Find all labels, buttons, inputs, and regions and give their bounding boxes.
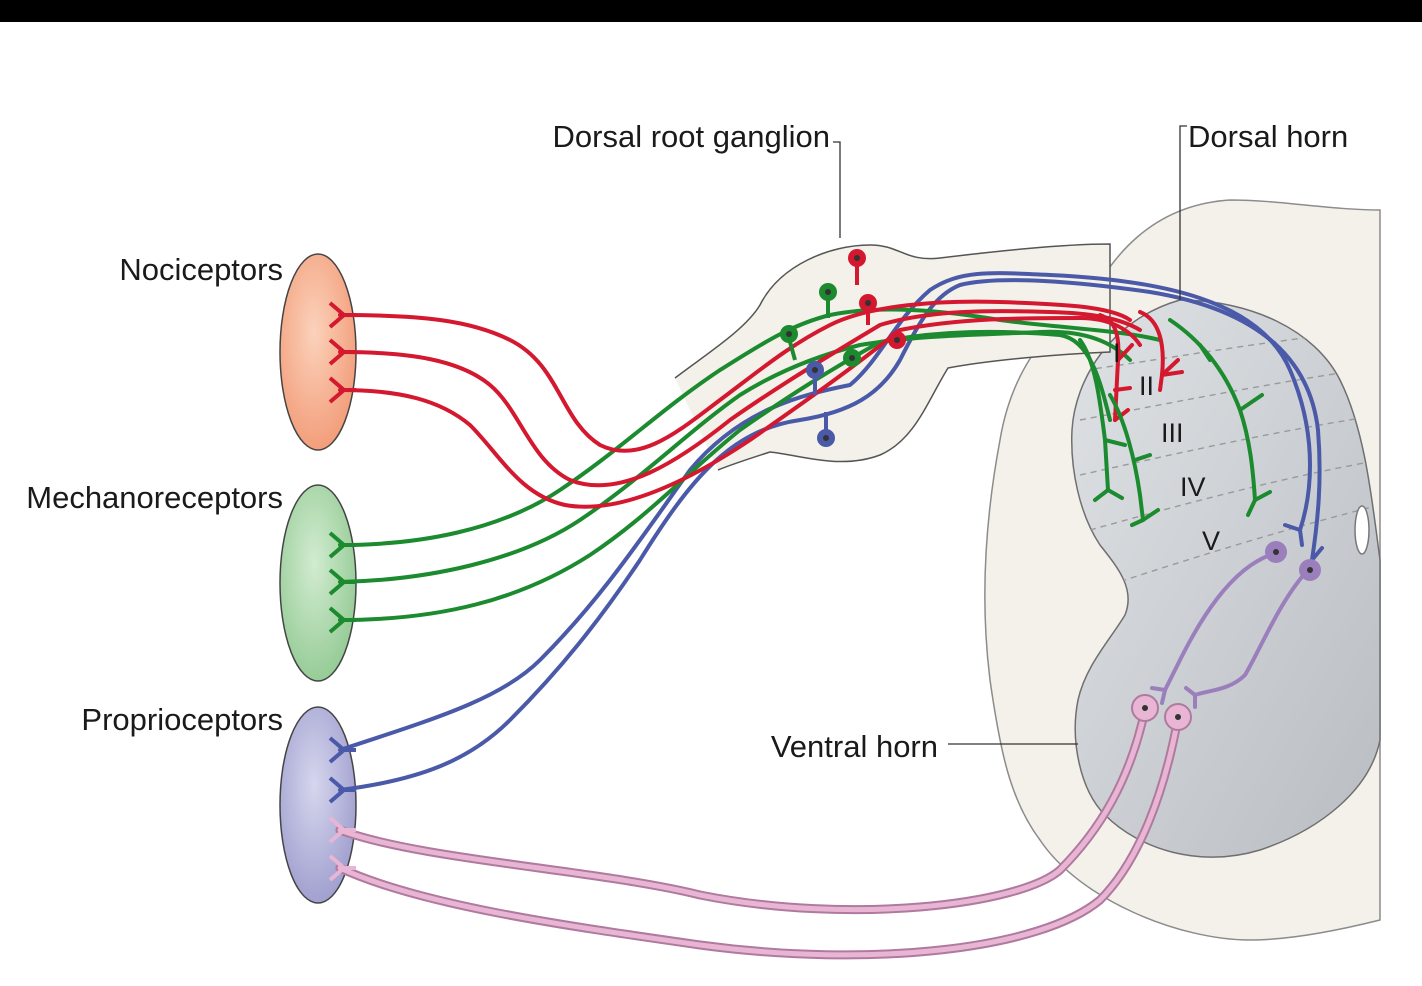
lamina-label-ii: II (1139, 371, 1154, 401)
drg-leader-line (833, 142, 840, 238)
lamina-label-iv: IV (1180, 472, 1206, 502)
lamina-label-i: I (1113, 338, 1121, 368)
mechanoreceptors-label: Mechanoreceptors (26, 480, 283, 515)
dorsal-horn-label: Dorsal horn (1188, 119, 1348, 154)
central-canal (1355, 506, 1369, 554)
lamina-label-v: V (1202, 526, 1220, 556)
nociceptors-label: Nociceptors (119, 252, 283, 287)
ventral-horn-label: Ventral horn (771, 729, 938, 764)
lamina-label-iii: III (1161, 418, 1184, 448)
dorsal-root-ganglion-label: Dorsal root ganglion (553, 119, 830, 154)
proprioceptors-label: Proprioceptors (81, 702, 283, 737)
